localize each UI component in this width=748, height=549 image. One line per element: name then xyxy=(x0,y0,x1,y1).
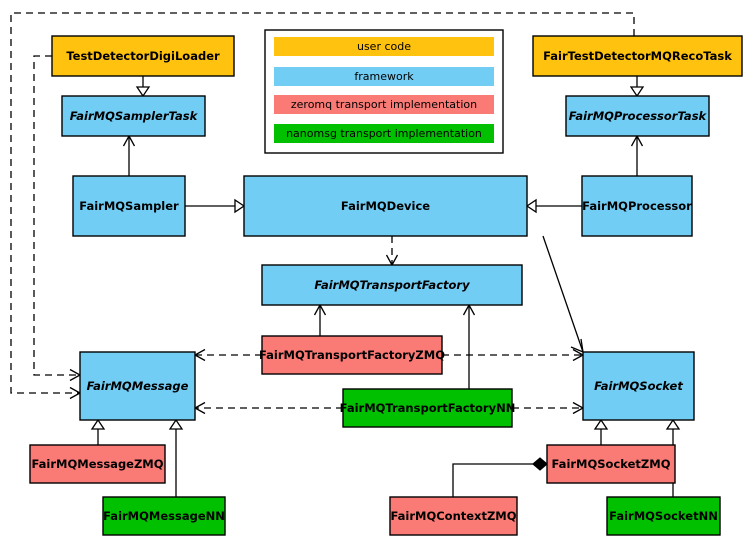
arrowhead-generalization xyxy=(525,198,537,214)
edges-layer xyxy=(10,12,681,497)
legend-item-user: user code xyxy=(274,37,494,56)
class-name-label: FairMQSocketZMQ xyxy=(552,457,671,471)
arrowhead-generalization xyxy=(90,418,106,430)
class-name-label: FairMQProcessor xyxy=(582,199,692,213)
arrowhead-generalization xyxy=(665,418,681,430)
arrowhead-generalization xyxy=(135,86,151,98)
arrowhead-generalization xyxy=(629,86,645,98)
edge-e-device-transportfactory xyxy=(385,236,399,267)
class-name-label: FairMQContextZMQ xyxy=(390,509,516,523)
edge-e-factorynn-socket xyxy=(512,401,585,415)
class-box[interactable] xyxy=(79,351,196,421)
class-node-FairMQMessageZMQ[interactable]: FairMQMessageZMQ xyxy=(29,444,166,484)
class-node-FairMQSocketZMQ[interactable]: FairMQSocketZMQ xyxy=(546,444,676,484)
class-node-FairTestDetectorMQRecoTask[interactable]: FairTestDetectorMQRecoTask xyxy=(532,35,743,77)
class-box[interactable] xyxy=(606,496,721,536)
class-node-FairMQProcessor[interactable]: FairMQProcessor xyxy=(581,175,693,237)
legend-label: framework xyxy=(354,70,414,83)
nodes-layer: TestDetectorDigiLoader FairTestDetectorMQ… xyxy=(29,35,743,536)
class-node-FairMQProcessorTask[interactable]: FairMQProcessorTask xyxy=(565,95,710,137)
edge-e-socketzmq-socket xyxy=(593,418,609,445)
edge-e-digiloader-samplertask xyxy=(135,76,151,98)
class-box[interactable] xyxy=(243,175,528,237)
class-box[interactable] xyxy=(389,496,518,536)
legend-swatch xyxy=(274,95,494,114)
class-box[interactable] xyxy=(532,35,743,77)
legend-item-nanomsg: nanomsg transport implementation xyxy=(274,124,494,143)
class-box[interactable] xyxy=(51,35,235,77)
class-node-FairMQSamplerTask[interactable]: FairMQSamplerTask xyxy=(61,95,206,137)
class-name-label: FairMQProcessorTask xyxy=(569,109,708,123)
edge-e-factorynn-message xyxy=(193,401,343,415)
class-box[interactable] xyxy=(29,444,166,484)
class-name-label: FairTestDetectorMQRecoTask xyxy=(543,49,732,63)
legend-label: zeromq transport implementation xyxy=(291,98,477,111)
edge-e-device-socket xyxy=(542,235,584,354)
class-box[interactable] xyxy=(342,388,513,428)
class-name-label: TestDetectorDigiLoader xyxy=(66,49,220,63)
edge-e-factorynn-factory xyxy=(462,303,476,389)
class-node-FairMQDevice[interactable]: FairMQDevice xyxy=(243,175,528,237)
legend-item-framework: framework xyxy=(274,67,494,86)
class-box[interactable] xyxy=(102,496,226,536)
class-name-label: FairMQSocket xyxy=(594,379,683,393)
class-node-FairMQMessageNN[interactable]: FairMQMessageNN xyxy=(102,496,226,536)
edge-e-recotask-processortask xyxy=(629,76,645,98)
legend-swatch xyxy=(274,67,494,86)
edge-e-factoryzmq-message xyxy=(193,348,262,362)
class-name-label: FairMQTransportFactory xyxy=(314,278,470,292)
class-box[interactable] xyxy=(261,335,443,375)
class-node-FairMQSocketNN[interactable]: FairMQSocketNN xyxy=(606,496,721,536)
edge-e-processor-processortask xyxy=(630,134,644,176)
arrowhead-generalization xyxy=(168,418,184,430)
class-box[interactable] xyxy=(72,175,186,237)
edge-e-factoryzmq-factory xyxy=(313,303,327,336)
edge-e-messagezmq-message xyxy=(90,418,106,445)
class-node-FairMQSampler[interactable]: FairMQSampler xyxy=(72,175,186,237)
class-name-label: FairMQSamplerTask xyxy=(70,109,199,123)
legend-item-zeromq: zeromq transport implementation xyxy=(274,95,494,114)
edge-e-sampler-device xyxy=(185,198,246,214)
class-node-FairMQMessage[interactable]: FairMQMessage xyxy=(79,351,196,421)
edge-e-processor-device xyxy=(525,198,582,214)
edge-e-contextzmq-socketzmq xyxy=(452,457,548,497)
class-name-label: FairMQMessage xyxy=(87,379,189,393)
edge-e-factoryzmq-socket xyxy=(442,348,585,362)
class-node-FairMQTransportFactory[interactable]: FairMQTransportFactory xyxy=(261,264,523,306)
arrowhead-generalization xyxy=(234,198,246,214)
class-node-FairMQTransportFactoryNN[interactable]: FairMQTransportFactoryNN xyxy=(340,388,516,428)
class-node-TestDetectorDigiLoader[interactable]: TestDetectorDigiLoader xyxy=(51,35,235,77)
edge-e-messagenn-message xyxy=(168,418,184,497)
class-name-label: FairMQMessageNN xyxy=(103,509,225,523)
class-node-FairMQContextZMQ[interactable]: FairMQContextZMQ xyxy=(389,496,518,536)
legend-swatch xyxy=(274,124,494,143)
legend-swatch xyxy=(274,37,494,56)
class-name-label: FairMQSocketNN xyxy=(609,509,718,523)
class-box[interactable] xyxy=(565,95,710,137)
class-name-label: FairMQDevice xyxy=(341,199,430,213)
legend-label: user code xyxy=(357,40,411,53)
class-box[interactable] xyxy=(261,264,523,306)
edge-e-sampler-samplertask xyxy=(122,134,136,176)
class-node-FairMQSocket[interactable]: FairMQSocket xyxy=(582,351,695,421)
legend: user code framework zeromq transport imple… xyxy=(264,29,504,154)
class-box[interactable] xyxy=(582,351,695,421)
class-name-label: FairMQTransportFactoryZMQ xyxy=(259,348,445,362)
class-box[interactable] xyxy=(581,175,693,237)
class-node-FairMQTransportFactoryZMQ[interactable]: FairMQTransportFactoryZMQ xyxy=(259,335,445,375)
class-name-label: FairMQTransportFactoryNN xyxy=(340,401,516,415)
arrowhead-composition xyxy=(532,457,548,471)
class-box[interactable] xyxy=(61,95,206,137)
class-name-label: FairMQSampler xyxy=(79,199,179,213)
arrowhead-generalization xyxy=(593,418,609,430)
class-box[interactable] xyxy=(546,444,676,484)
legend-label: nanomsg transport implementation xyxy=(286,127,482,140)
class-name-label: FairMQMessageZMQ xyxy=(31,457,163,471)
